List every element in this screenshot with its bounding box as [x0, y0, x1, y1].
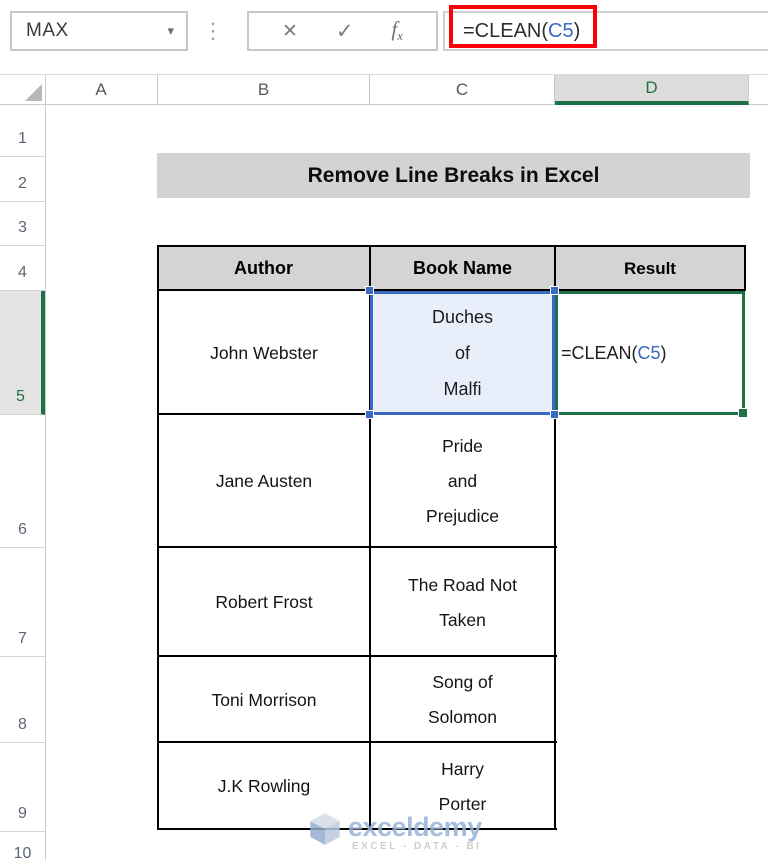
- cancel-icon[interactable]: ✕: [281, 20, 298, 42]
- row-header-4[interactable]: 4: [0, 246, 45, 291]
- row-header-10[interactable]: 10: [0, 832, 45, 862]
- table-border-line: [554, 245, 556, 830]
- formula-reference: C5: [548, 19, 574, 42]
- exceldemy-cube-icon: [310, 813, 340, 845]
- table-header-author[interactable]: Author: [234, 258, 293, 278]
- column-header-d-selected[interactable]: D: [555, 75, 749, 105]
- table-border-line: [157, 655, 557, 657]
- selection-handle-bottom-left[interactable]: [365, 410, 374, 419]
- enter-icon[interactable]: ✓: [335, 19, 354, 43]
- grid-top-divider: [0, 74, 768, 75]
- row-header-1[interactable]: 1: [0, 105, 45, 157]
- cell-c7-book[interactable]: The Road Not Taken: [408, 574, 517, 630]
- fill-handle[interactable]: [738, 408, 748, 418]
- selection-handle-top-right[interactable]: [550, 286, 559, 295]
- row-header-divider: [45, 75, 46, 860]
- select-all-corner[interactable]: [0, 75, 45, 105]
- column-header-b[interactable]: B: [158, 75, 370, 105]
- column-header-c[interactable]: C: [370, 75, 555, 105]
- name-box[interactable]: MAX ▾: [10, 11, 188, 51]
- formula-bar-buttons: ✕ ✓ fx: [247, 11, 438, 51]
- cell-formula-prefix: =CLEAN(: [561, 342, 638, 363]
- formula-bar-splitter-icon[interactable]: ⋮: [202, 18, 224, 43]
- cell-c9-book[interactable]: Harry Porter: [438, 758, 487, 814]
- table-border-line: [157, 546, 557, 548]
- formula-prefix: =CLEAN(: [463, 19, 549, 42]
- cell-b8-author[interactable]: Toni Morrison: [211, 689, 317, 710]
- table-border-line: [744, 245, 746, 291]
- cell-c5-selected-reference[interactable]: Duches of Malfi: [370, 291, 555, 415]
- cell-b7-author[interactable]: Robert Frost: [215, 592, 313, 612]
- cell-b9-author[interactable]: J.K Rowling: [217, 776, 311, 796]
- name-box-value[interactable]: MAX: [26, 20, 69, 41]
- table-border-line: [369, 245, 371, 830]
- column-header-partial-e[interactable]: [749, 75, 768, 105]
- formula-close: ): [573, 19, 581, 42]
- row-header-5-selected[interactable]: 5: [0, 291, 45, 415]
- selection-handle-top-left[interactable]: [365, 286, 374, 295]
- formula-bar-text[interactable]: =CLEAN(C5): [463, 11, 580, 51]
- table-border-line: [157, 828, 557, 830]
- row-header-3[interactable]: 3: [0, 202, 45, 246]
- table-border-line: [157, 245, 746, 247]
- cell-c8-book[interactable]: Song of Solomon: [427, 672, 498, 727]
- row-header-6[interactable]: 6: [0, 415, 45, 548]
- insert-function-icon[interactable]: fx: [391, 17, 403, 44]
- cell-b6-author[interactable]: Jane Austen: [215, 471, 313, 491]
- watermark-brand: exceldemy: [348, 812, 482, 842]
- table-header-fill: [158, 246, 745, 291]
- row-header-8[interactable]: 8: [0, 657, 45, 743]
- table-header-result[interactable]: Result: [624, 259, 676, 278]
- row-header-7[interactable]: 7: [0, 548, 45, 657]
- cell-formula-reference: C5: [637, 342, 661, 363]
- selection-handle-bottom-right[interactable]: [550, 410, 559, 419]
- name-box-dropdown-icon[interactable]: ▾: [167, 23, 174, 38]
- table-header-book-name[interactable]: Book Name: [412, 258, 513, 278]
- cell-formula-close: ): [660, 342, 667, 363]
- cell-d5-active-formula[interactable]: =CLEAN(C5): [555, 291, 745, 415]
- row-header-2[interactable]: 2: [0, 157, 45, 202]
- title-banner-cell[interactable]: Remove Line Breaks in Excel: [157, 153, 750, 198]
- red-annotation-box: [449, 5, 597, 48]
- column-header-a[interactable]: A: [45, 75, 158, 105]
- cell-b5-author[interactable]: John Webster: [210, 342, 318, 363]
- watermark-tagline: EXCEL - DATA - BI: [352, 841, 482, 852]
- cell-c6-book[interactable]: Pride and Prejudice: [426, 436, 499, 526]
- watermark: exceldemy EXCEL - DATA - BI: [306, 812, 482, 852]
- table-border-line: [157, 741, 557, 743]
- select-all-icon: [25, 84, 42, 101]
- table-border-line: [157, 245, 159, 830]
- table-border-line: [157, 289, 746, 291]
- row-header-9[interactable]: 9: [0, 743, 45, 832]
- table-border-line: [157, 413, 557, 415]
